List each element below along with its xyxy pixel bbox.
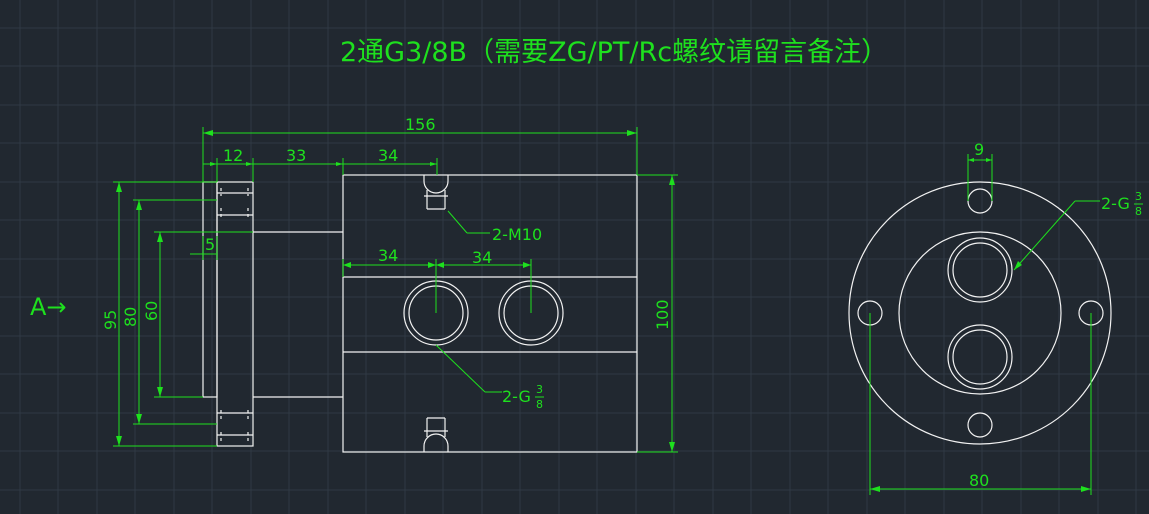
- dim-5: 5: [205, 235, 215, 254]
- callout-g-side-den: 8: [536, 398, 543, 411]
- drawing-title: 2通G3/8B（需要ZG/PT/Rc螺纹请留言备注）: [340, 37, 889, 68]
- dim-34-top: 34: [378, 146, 398, 165]
- flange-face: [202, 181, 218, 398]
- dim-100: 100: [653, 299, 672, 330]
- side-view: [202, 174, 638, 453]
- dim-34-a: 34: [378, 246, 398, 265]
- view-marker-a: A→: [30, 293, 67, 321]
- flange-outer-circle: [848, 181, 1112, 445]
- dim-33: 33: [286, 146, 306, 165]
- callout-g-right: 2-G: [1101, 194, 1130, 213]
- flange-body: [216, 181, 254, 447]
- front-port-bottom-inner: [952, 329, 1008, 385]
- top-notch: [423, 175, 449, 194]
- bolt-hole-bottom: [967, 412, 993, 438]
- dim-80-bottom: 80: [969, 471, 989, 490]
- callout-g-right-num: 3: [1135, 190, 1142, 203]
- side-view-dimensions: 156 12 33 34 5 34 34: [30, 115, 678, 453]
- bottom-notch: [423, 433, 449, 452]
- callout-g-side-num: 3: [536, 383, 543, 396]
- dim-12: 12: [223, 146, 243, 165]
- front-port-bottom-outer: [947, 324, 1013, 390]
- front-view-dimensions: 9 80 2-G 3 8: [869, 140, 1143, 495]
- dim-34-b: 34: [472, 248, 492, 267]
- front-port-top-outer: [947, 237, 1013, 303]
- callout-g-side: 2-G: [502, 387, 531, 406]
- dim-9: 9: [974, 140, 984, 159]
- dim-80: 80: [121, 307, 140, 327]
- front-view: [848, 181, 1112, 445]
- callout-g-right-den: 8: [1135, 205, 1142, 218]
- dim-60: 60: [142, 301, 161, 321]
- front-port-top-inner: [952, 242, 1008, 298]
- dim-156: 156: [405, 115, 436, 134]
- housing-circle: [898, 231, 1062, 395]
- dim-95: 95: [101, 310, 120, 330]
- bolt-hole-top: [967, 188, 993, 214]
- housing-body: [342, 174, 638, 453]
- callout-m10: 2-M10: [492, 225, 542, 244]
